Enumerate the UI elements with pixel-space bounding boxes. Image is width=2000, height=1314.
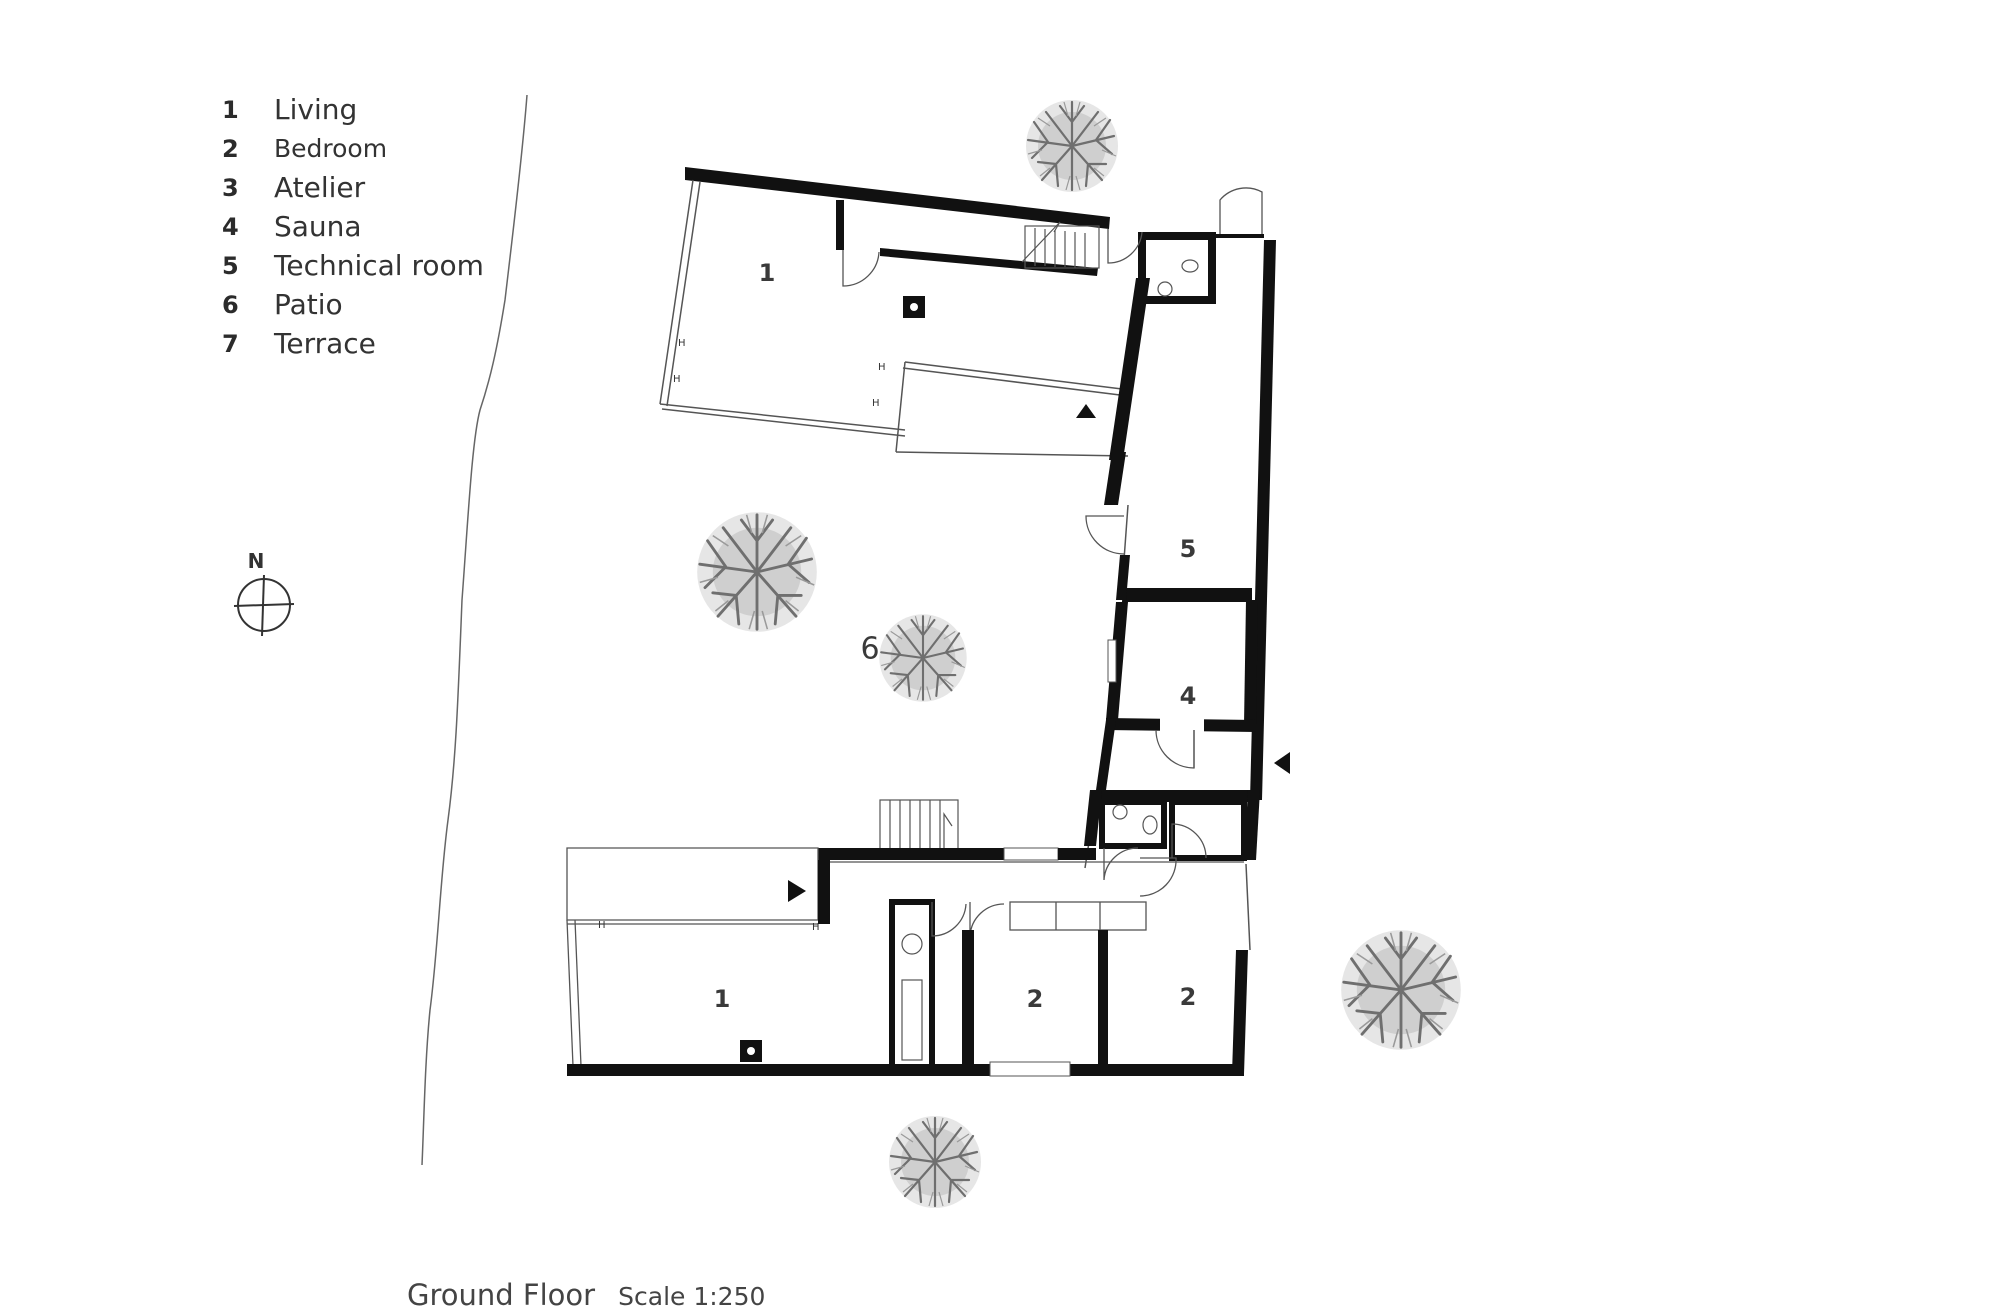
- tree-icon: [878, 613, 968, 703]
- legend-label: Technical room: [274, 249, 484, 282]
- legend-label: Bedroom: [274, 134, 388, 163]
- tree-icon: [695, 510, 819, 634]
- legend-item: 3 Atelier: [222, 168, 484, 207]
- north-compass: N: [233, 549, 295, 637]
- svg-text:H: H: [878, 362, 886, 373]
- room-label-living-south: 1: [714, 985, 731, 1013]
- legend-number: 4: [222, 212, 239, 241]
- drawing-scale: Scale 1:250: [618, 1282, 766, 1311]
- legend-label: Sauna: [274, 210, 362, 243]
- room-label-bedroom-a: 2: [1027, 985, 1044, 1013]
- legend-label: Atelier: [274, 171, 366, 204]
- drawing-caption: Ground Floor Scale 1:250: [407, 1278, 765, 1312]
- tree-icon: [1339, 928, 1463, 1052]
- legend-number: 3: [222, 173, 239, 202]
- legend-item: 1 Living: [222, 90, 484, 129]
- svg-text:H: H: [872, 398, 880, 409]
- legend-label: Living: [274, 93, 358, 126]
- room-label-sauna: 4: [1180, 682, 1197, 710]
- legend-label: Patio: [274, 288, 343, 321]
- tree-icon: [887, 1114, 983, 1210]
- legend-number: 7: [222, 329, 239, 358]
- legend-number: 2: [222, 134, 239, 163]
- legend-number: 6: [222, 290, 239, 319]
- svg-text:H: H: [812, 922, 820, 933]
- legend-number: 1: [222, 95, 239, 124]
- legend-item: 6 Patio: [222, 285, 484, 324]
- sauna: [1084, 600, 1290, 869]
- technical-room: [1085, 504, 1252, 602]
- legend-item: 4 Sauna: [222, 207, 484, 246]
- legend-label: Terrace: [274, 327, 376, 360]
- legend-item: 7 Terrace: [222, 324, 484, 363]
- room-label-living-north: 1: [759, 259, 776, 287]
- svg-text:H: H: [673, 374, 681, 385]
- svg-text:H: H: [678, 338, 686, 349]
- room-label-patio: 6: [860, 632, 879, 667]
- north-label: N: [248, 549, 265, 573]
- south-wing: H H: [566, 790, 1260, 1077]
- site-boundary-line: [421, 94, 528, 1166]
- legend: 1 Living 2 Bedroom 3 Atelier 4 Sauna 5 T…: [222, 90, 484, 363]
- legend-number: 5: [222, 251, 239, 280]
- drawing-title: Ground Floor: [407, 1278, 596, 1312]
- room-label-bedroom-b: 2: [1180, 983, 1197, 1011]
- legend-item: 5 Technical room: [222, 246, 484, 285]
- room-label-technical: 5: [1180, 535, 1197, 563]
- svg-text:H: H: [598, 920, 606, 931]
- legend-item: 2 Bedroom: [222, 129, 484, 168]
- tree-icon: [1024, 98, 1120, 194]
